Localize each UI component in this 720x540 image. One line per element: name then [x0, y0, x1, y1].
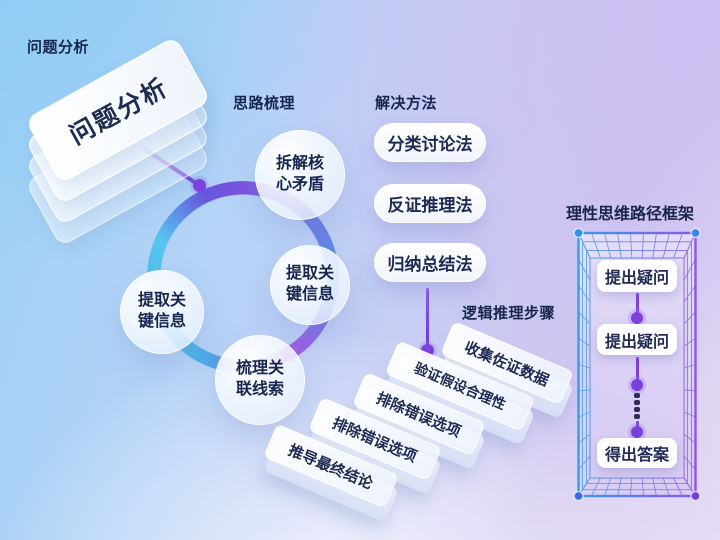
flow-node-extract-right: 提取关键信息 [270, 245, 350, 325]
step-box-conclude: 推导最终结论 [263, 423, 399, 523]
framework-step-question-2[interactable]: 提出疑问 [597, 324, 677, 355]
steps-label: 逻辑推理步骤 [462, 305, 556, 322]
tunnel-outer-frame [577, 231, 697, 498]
framework-connector-line [635, 421, 639, 429]
framework-step-label: 提出疑问 [604, 270, 669, 287]
framework-step-question-1[interactable]: 提出疑问 [597, 260, 677, 292]
connector-dot [192, 178, 206, 192]
framework-ellipsis-dot [634, 414, 640, 419]
framework-connector-dot [631, 312, 643, 324]
framework-ellipsis-dot [634, 400, 640, 405]
flow-node-label: 梳理关联线索 [235, 360, 284, 398]
framework-ellipsis-dot [634, 393, 640, 398]
framework-connector-dot [631, 426, 643, 438]
framework-step-answer[interactable]: 得出答案 [597, 438, 677, 468]
framework-step-label: 得出答案 [604, 447, 669, 464]
tunnel-corner-dot [690, 490, 701, 502]
method-pill-classify[interactable]: 分类讨论法 [374, 123, 486, 162]
method-pill-label: 分类讨论法 [387, 135, 473, 154]
framework-connector-line [635, 357, 639, 385]
flow-label: 思路梳理 [233, 95, 296, 112]
connector-line-methods-to-steps [425, 288, 429, 345]
methods-label: 解决方法 [375, 95, 438, 112]
method-pill-induction[interactable]: 归纳总结法 [374, 243, 486, 282]
flow-node-extract-left: 提取关键信息 [120, 270, 204, 354]
tunnel-corner-dot [573, 490, 584, 502]
flow-node-label: 提取关键信息 [137, 292, 186, 330]
flow-node-decompose: 拆解核心矛盾 [255, 130, 345, 220]
problem-analysis-label: 问题分析 [27, 39, 90, 56]
tunnel-corner-dot [573, 227, 584, 239]
method-pill-contradiction[interactable]: 反证推理法 [374, 184, 486, 223]
framework-title: 理性思维路径框架 [566, 206, 695, 223]
framework-connector-line [635, 293, 639, 318]
flow-node-label: 拆解核心矛盾 [275, 155, 324, 193]
method-pill-label: 归纳总结法 [387, 255, 473, 274]
flow-node-label: 提取关键信息 [285, 265, 334, 303]
method-pill-label: 反证推理法 [387, 196, 473, 215]
framework-ellipsis-dot [634, 407, 640, 412]
framework-step-label: 提出疑问 [604, 333, 669, 351]
tunnel-corner-dot [690, 227, 701, 239]
flow-node-organize: 梳理关联线索 [215, 335, 305, 425]
framework-connector-dot [631, 379, 643, 391]
